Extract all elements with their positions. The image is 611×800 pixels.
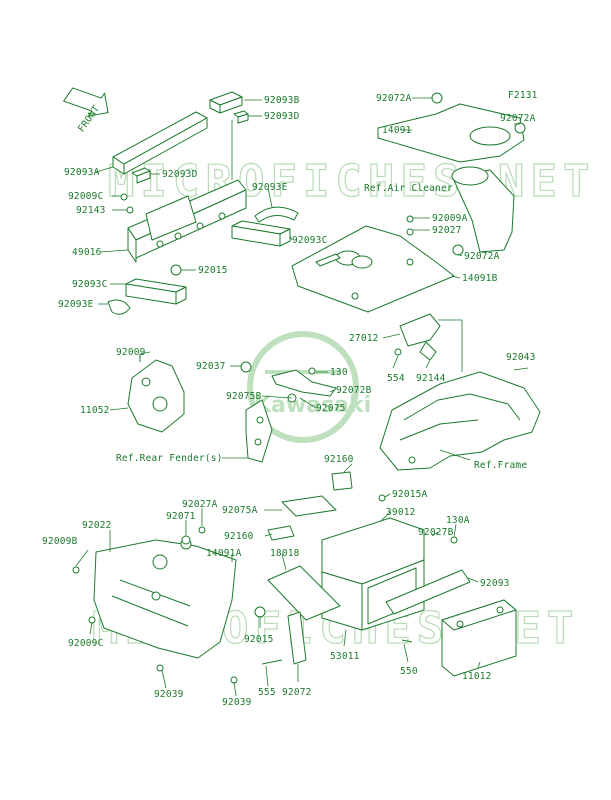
label-92093B: 92093B (264, 95, 300, 106)
label-11052: 11052 (80, 405, 110, 416)
battery-11012 (441, 599, 517, 677)
label-92143: 92143 (76, 205, 106, 216)
label-14091B: 14091B (462, 273, 498, 284)
ref-air-cleaner: Ref.Air Cleaner (364, 183, 453, 194)
battery-case-39012 (321, 494, 425, 631)
label-92043: 92043 (506, 352, 536, 363)
fender-stay (245, 399, 273, 463)
label-92075B: 92075B (226, 391, 262, 402)
pad-92093C-right (231, 220, 291, 247)
label-92093E-mid: 92093E (252, 182, 288, 193)
label-11012: 11012 (462, 671, 492, 682)
label-92075A: 92075A (222, 505, 258, 516)
label-92015-top: 92015 (198, 265, 228, 276)
label-92072A-low: 92072A (464, 251, 500, 262)
cover-92160-top (331, 471, 353, 491)
label-92144: 92144 (416, 373, 446, 384)
label-92009B: 92009B (42, 536, 78, 547)
bracket-92072B (240, 361, 337, 403)
frame (379, 367, 541, 471)
label-92160-top: 92160 (324, 454, 354, 465)
bracket-49016 (127, 120, 247, 263)
pad-92093C-left (125, 278, 187, 305)
air-cleaner-duct (451, 166, 515, 253)
label-92039-b: 92039 (222, 697, 252, 708)
bracket-11052 (127, 354, 185, 433)
label-92027: 92027 (432, 225, 462, 236)
label-130: 130 (330, 367, 348, 378)
label-92093C-left: 92093C (72, 279, 108, 290)
ref-rear-fender: Ref.Rear Fender(s) (116, 453, 223, 464)
label-27012: 27012 (349, 333, 379, 344)
pad-92093E-left (107, 299, 131, 315)
label-92093E-left: 92093E (58, 299, 94, 310)
label-92071: 92071 (166, 511, 196, 522)
label-53011: 53011 (330, 651, 360, 662)
label-554: 554 (387, 373, 405, 384)
label-92015A: 92015A (392, 489, 428, 500)
small-parts-lower (72, 526, 458, 684)
label-92039-a: 92039 (154, 689, 184, 700)
label-92009C-top: 92009C (68, 191, 104, 202)
label-92072A-right: 92072A (500, 113, 536, 124)
label-92160-mid: 92160 (224, 531, 254, 542)
label-92015-low: 92015 (244, 634, 274, 645)
label-92093A: 92093A (64, 167, 100, 178)
label-92072B: 92072B (336, 385, 372, 396)
label-92009-mid: 92009 (116, 347, 146, 358)
pad-92093D-top (233, 110, 249, 124)
ref-frame: Ref.Frame (474, 460, 527, 471)
label-92072: 92072 (282, 687, 312, 698)
label-555: 555 (258, 687, 276, 698)
pad-92093D-mid (131, 167, 151, 184)
label-130A: 130A (446, 515, 470, 526)
label-92009C-low: 92009C (68, 638, 104, 649)
label-92072A-top: 92072A (376, 93, 412, 104)
pad-92160-mid (267, 525, 295, 541)
label-92037: 92037 (196, 361, 226, 372)
label-92009A: 92009A (432, 213, 468, 224)
label-49016: 49016 (72, 247, 102, 258)
front-arrow-label: FRONT (76, 104, 102, 135)
label-14091A: 14091A (206, 548, 242, 559)
part-labels: 92093B 92093D 92093A 92093D 92009C 92143… (42, 93, 536, 708)
bracket-27012 (394, 313, 441, 361)
label-14091: 14091 (382, 125, 412, 136)
label-92093: 92093 (480, 578, 510, 589)
label-92093D-top: 92093D (264, 111, 300, 122)
plate-14091 (377, 92, 526, 163)
label-92022: 92022 (82, 520, 112, 531)
front-arrow-icon: FRONT (63, 87, 109, 135)
label-18018: 18018 (270, 548, 300, 559)
leader-lines (75, 97, 520, 697)
label-92027A: 92027A (182, 499, 218, 510)
pad-92075A (281, 495, 337, 517)
pad-92093B (209, 91, 243, 114)
gasket-92093 (385, 569, 471, 615)
pad-92093E-mid (254, 206, 299, 223)
label-550: 550 (400, 666, 418, 677)
figure-code: F2131 (508, 90, 538, 101)
label-92093D-mid: 92093D (162, 169, 198, 180)
label-39012: 39012 (386, 507, 416, 518)
label-92027B: 92027B (418, 527, 454, 538)
label-92075: 92075 (316, 403, 346, 414)
pad-92093A (112, 111, 208, 175)
plate-14091B (291, 215, 464, 313)
label-92093C-right: 92093C (292, 235, 328, 246)
holder-18018 (267, 565, 341, 665)
